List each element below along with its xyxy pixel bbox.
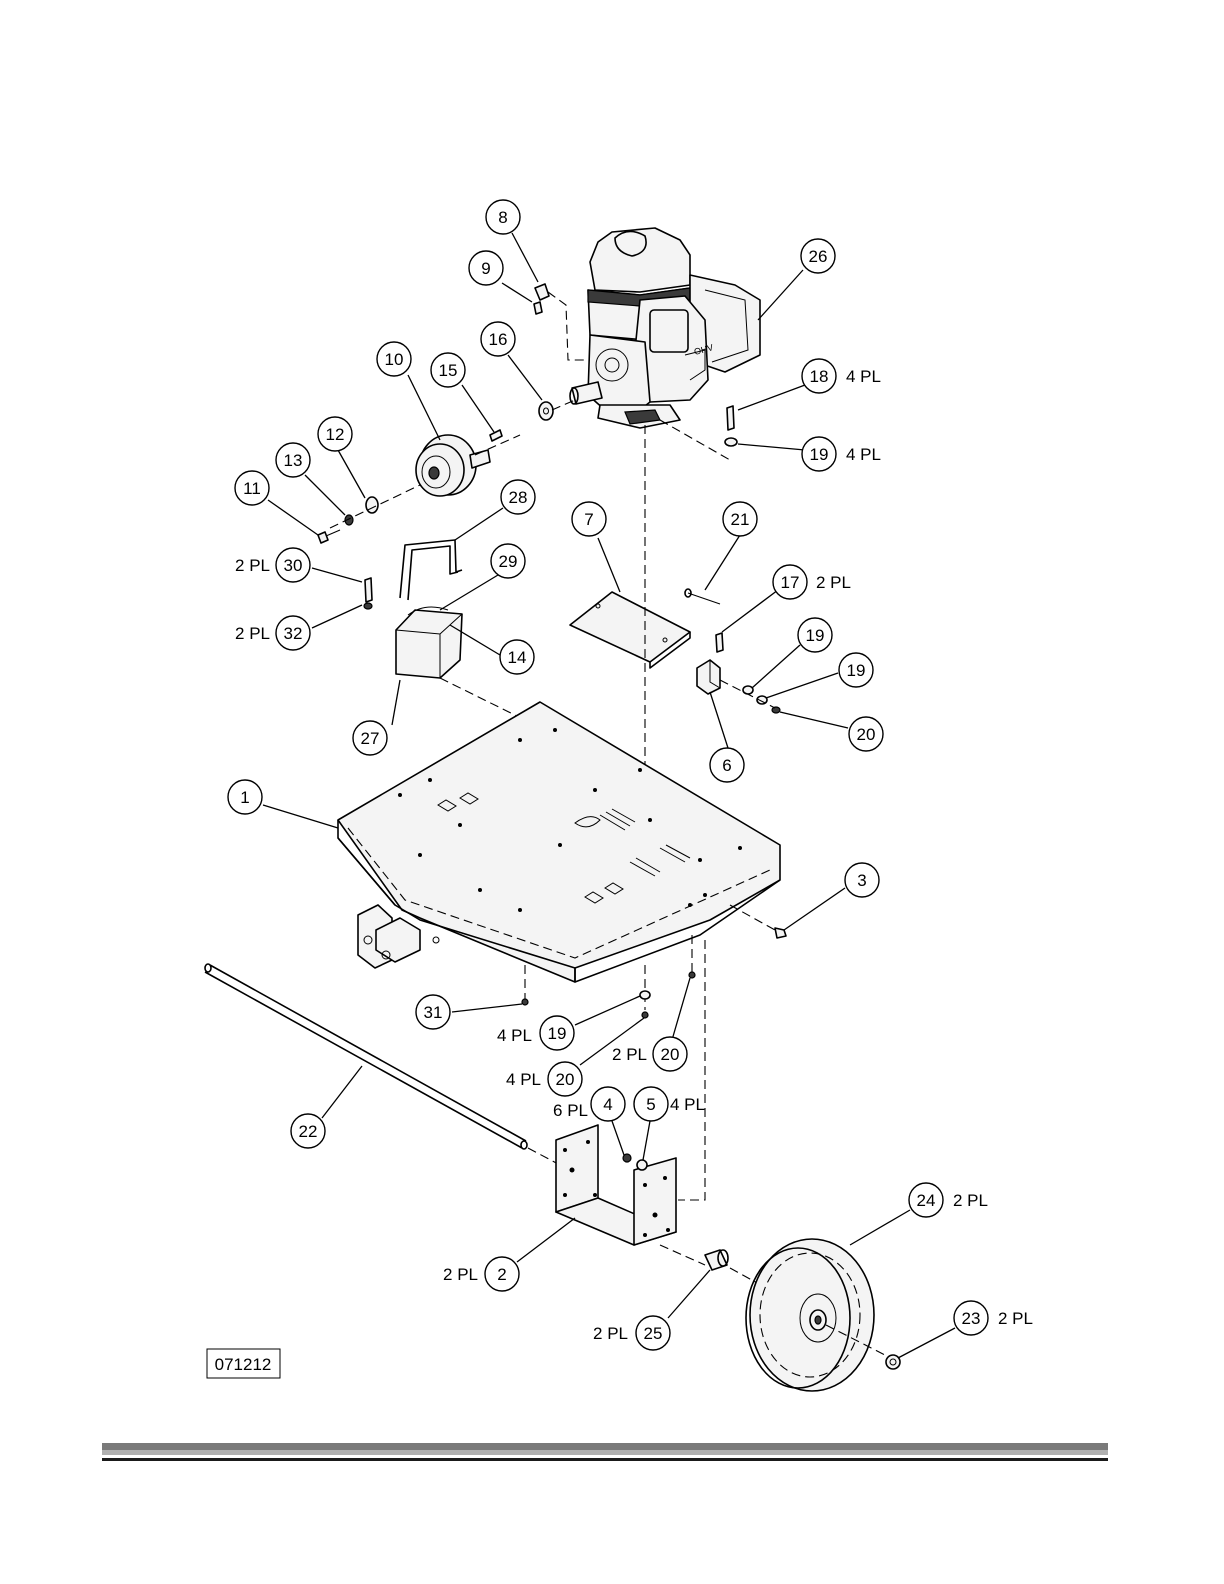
svg-text:4 PL: 4 PL bbox=[846, 367, 881, 386]
callout-19-plate-b: 19 bbox=[839, 653, 873, 687]
callout-10: 10 bbox=[377, 342, 411, 376]
wheel-bracket bbox=[556, 1125, 705, 1265]
svg-text:23: 23 bbox=[962, 1309, 981, 1328]
svg-text:32: 32 bbox=[284, 624, 303, 643]
callout-9: 9 bbox=[469, 251, 503, 285]
callout-32: 32 2 PL bbox=[235, 616, 310, 650]
footer-rule bbox=[102, 1443, 1108, 1461]
callout-3: 3 bbox=[845, 863, 879, 897]
callout-5: 5 4 PL bbox=[634, 1087, 705, 1121]
svg-text:4: 4 bbox=[603, 1095, 612, 1114]
wheel bbox=[746, 1239, 900, 1391]
svg-text:4 PL: 4 PL bbox=[506, 1070, 541, 1089]
svg-text:22: 22 bbox=[299, 1122, 318, 1141]
svg-text:19: 19 bbox=[810, 445, 829, 464]
svg-text:071212: 071212 bbox=[215, 1355, 272, 1374]
svg-text:2 PL: 2 PL bbox=[443, 1265, 478, 1284]
callout-29: 29 bbox=[491, 544, 525, 578]
callout-18: 18 4 PL bbox=[802, 359, 881, 393]
svg-text:25: 25 bbox=[644, 1324, 663, 1343]
callout-7: 7 bbox=[572, 502, 606, 536]
svg-text:14: 14 bbox=[508, 648, 527, 667]
svg-text:17: 17 bbox=[781, 573, 800, 592]
callout-21: 21 bbox=[723, 502, 757, 536]
svg-text:28: 28 bbox=[509, 488, 528, 507]
svg-text:16: 16 bbox=[489, 330, 508, 349]
callout-30: 30 2 PL bbox=[235, 548, 310, 582]
callout-28: 28 bbox=[501, 480, 535, 514]
callout-19-deck: 19 bbox=[540, 1016, 574, 1050]
callout-20-plate: 20 bbox=[849, 717, 883, 751]
svg-text:19: 19 bbox=[847, 661, 866, 680]
svg-text:1: 1 bbox=[240, 788, 249, 807]
svg-text:27: 27 bbox=[361, 729, 380, 748]
svg-text:30: 30 bbox=[284, 556, 303, 575]
svg-text:2: 2 bbox=[497, 1265, 506, 1284]
callout-26: 26 bbox=[801, 239, 835, 273]
svg-text:2 PL: 2 PL bbox=[998, 1309, 1033, 1328]
svg-text:2 PL: 2 PL bbox=[235, 556, 270, 575]
svg-text:4 PL: 4 PL bbox=[670, 1095, 705, 1114]
callout-25: 25 2 PL bbox=[593, 1316, 670, 1350]
callout-16: 16 bbox=[481, 322, 515, 356]
svg-text:21: 21 bbox=[731, 510, 750, 529]
callout-6: 6 bbox=[710, 748, 744, 782]
callout-14: 14 bbox=[500, 640, 534, 674]
svg-text:5: 5 bbox=[646, 1095, 655, 1114]
svg-text:11: 11 bbox=[243, 479, 261, 498]
svg-text:20: 20 bbox=[661, 1045, 680, 1064]
svg-text:4 PL: 4 PL bbox=[497, 1026, 532, 1045]
callout-15: 15 bbox=[431, 353, 465, 387]
throttle-linkage bbox=[534, 284, 590, 360]
engine: OHV bbox=[570, 228, 760, 428]
callout-13: 13 bbox=[276, 443, 310, 477]
svg-text:10: 10 bbox=[385, 350, 404, 369]
svg-text:20: 20 bbox=[556, 1070, 575, 1089]
callout-19-engine: 19 4 PL bbox=[802, 437, 881, 471]
callout-31: 31 4 PL bbox=[416, 995, 532, 1045]
svg-text:2 PL: 2 PL bbox=[593, 1324, 628, 1343]
callout-12: 12 bbox=[318, 417, 352, 451]
svg-text:24: 24 bbox=[917, 1191, 936, 1210]
svg-text:19: 19 bbox=[806, 626, 825, 645]
pulley-assembly bbox=[318, 400, 575, 543]
engine-mount-plate bbox=[570, 589, 780, 713]
svg-text:9: 9 bbox=[481, 259, 490, 278]
svg-text:4 PL: 4 PL bbox=[846, 445, 881, 464]
svg-text:8: 8 bbox=[498, 208, 507, 227]
svg-text:2 PL: 2 PL bbox=[235, 624, 270, 643]
callout-20-deck-a: 20 2 PL bbox=[612, 1037, 687, 1071]
svg-text:6 PL: 6 PL bbox=[553, 1101, 588, 1120]
callout-27: 27 bbox=[353, 721, 387, 755]
svg-text:19: 19 bbox=[548, 1024, 567, 1043]
callout-22: 22 bbox=[291, 1114, 325, 1148]
callout-8: 8 bbox=[486, 200, 520, 234]
svg-text:6: 6 bbox=[722, 756, 731, 775]
reference-code-box: 071212 bbox=[207, 1349, 280, 1378]
svg-text:12: 12 bbox=[326, 425, 345, 444]
axle-rod bbox=[205, 964, 560, 1165]
callout-17: 17 2 PL bbox=[773, 565, 851, 599]
svg-text:13: 13 bbox=[284, 451, 303, 470]
svg-text:20: 20 bbox=[857, 725, 876, 744]
callout-11: 11 bbox=[235, 471, 269, 505]
callout-1: 1 bbox=[228, 780, 262, 814]
svg-text:31: 31 bbox=[424, 1003, 443, 1022]
callout-20-deck-b: 20 4 PL bbox=[506, 1062, 582, 1096]
callout-24: 24 2 PL bbox=[909, 1183, 988, 1217]
callout-23: 23 2 PL bbox=[954, 1301, 1033, 1335]
svg-text:7: 7 bbox=[584, 510, 593, 529]
svg-text:29: 29 bbox=[499, 552, 518, 571]
svg-text:2 PL: 2 PL bbox=[816, 573, 851, 592]
svg-text:3: 3 bbox=[857, 871, 866, 890]
callout-2: 2 2 PL bbox=[443, 1257, 519, 1291]
svg-text:2 PL: 2 PL bbox=[612, 1045, 647, 1064]
callout-19-plate-a: 19 bbox=[798, 618, 832, 652]
svg-text:18: 18 bbox=[810, 367, 829, 386]
svg-text:2 PL: 2 PL bbox=[953, 1191, 988, 1210]
svg-text:26: 26 bbox=[809, 247, 828, 266]
svg-text:15: 15 bbox=[439, 361, 458, 380]
